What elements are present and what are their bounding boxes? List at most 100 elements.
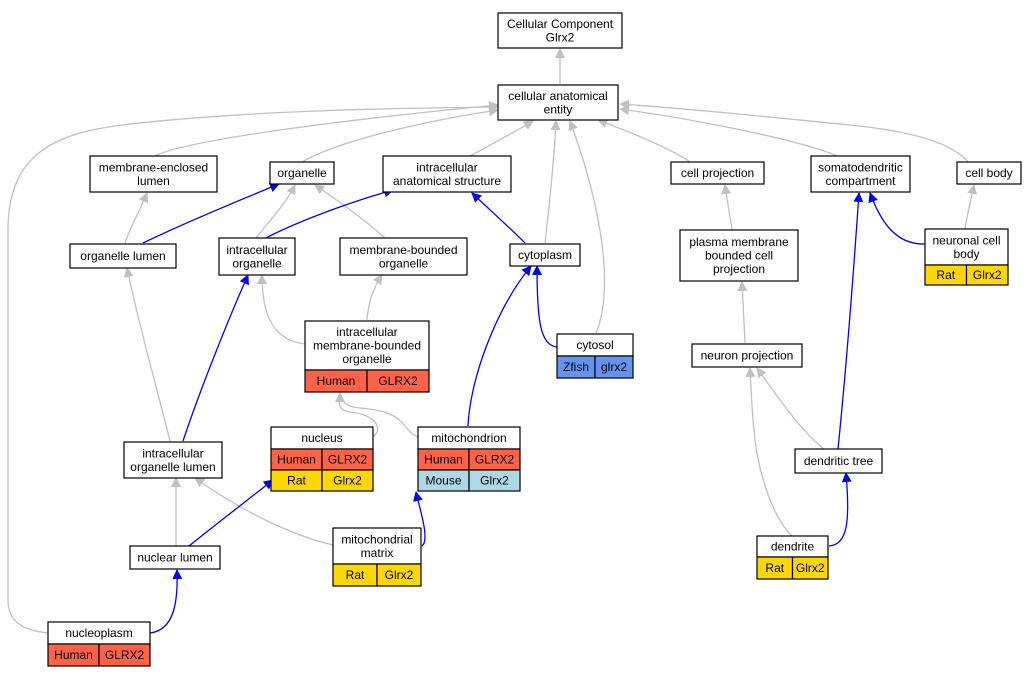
edge-imbo-iorg bbox=[257, 274, 306, 345]
edge-ncb-sdc bbox=[868, 192, 926, 245]
edge-dendrite-nproj bbox=[745, 367, 793, 537]
node-label: organelle bbox=[232, 256, 282, 270]
node-box bbox=[218, 237, 296, 276]
node-dtree: dendritic tree bbox=[794, 448, 883, 474]
node-label: organelle bbox=[379, 256, 429, 270]
node-label: organelle lumen bbox=[130, 460, 215, 474]
node-box bbox=[509, 243, 581, 267]
node-nlumen: nuclear lumen bbox=[129, 545, 221, 570]
node-label: plasma membrane bbox=[689, 235, 789, 249]
gene-cell bbox=[376, 563, 422, 587]
node-box bbox=[89, 155, 218, 193]
node-box bbox=[339, 237, 468, 276]
node-cproj: cell projection bbox=[670, 161, 765, 185]
edge-cyto-cae bbox=[544, 120, 561, 244]
edges-layer bbox=[7, 48, 978, 634]
species-label: Rat bbox=[346, 568, 365, 582]
node-label: somatodendritic bbox=[818, 160, 903, 174]
node-label: Cellular Component bbox=[507, 17, 614, 31]
node-label: membrane-bounded bbox=[349, 243, 457, 257]
node-label: membrane-enclosed bbox=[99, 160, 208, 174]
node-box bbox=[332, 527, 422, 565]
node-label: nucleus bbox=[301, 431, 342, 445]
node-label: body bbox=[953, 247, 979, 261]
gene-label: GLRX2 bbox=[105, 648, 145, 662]
edge-dtree-nproj bbox=[756, 367, 826, 451]
edge-cproj-cae bbox=[597, 118, 691, 163]
node-label: anatomical structure bbox=[393, 174, 501, 188]
node-label: neuron projection bbox=[701, 349, 794, 363]
species-label: Rat bbox=[936, 268, 955, 282]
edge-mmatrix-iol bbox=[194, 477, 334, 546]
edge-iorg-ias bbox=[261, 187, 394, 241]
node-org: organelle bbox=[269, 161, 335, 185]
gene-label: Glrx2 bbox=[480, 474, 509, 488]
species-label: Human bbox=[317, 374, 356, 388]
node-box bbox=[691, 343, 803, 368]
edge-cyto-ias bbox=[471, 192, 526, 244]
node-box bbox=[794, 448, 883, 474]
species-label: Rat bbox=[287, 474, 306, 488]
node-label: neuronal cell bbox=[932, 233, 1000, 247]
gene-label: GLRX2 bbox=[378, 374, 418, 388]
node-label: matrix bbox=[361, 546, 394, 560]
edge-nlumen-nucleus bbox=[188, 479, 274, 547]
node-label: dendrite bbox=[771, 540, 815, 554]
node-label: intracellular bbox=[416, 160, 477, 174]
node-label: mitochondrion bbox=[431, 431, 506, 445]
edge-dendrite-dtree bbox=[828, 472, 852, 547]
node-label: cell projection bbox=[681, 166, 754, 180]
node-box bbox=[956, 161, 1022, 185]
node-box bbox=[382, 155, 512, 193]
gene-cell bbox=[321, 469, 374, 492]
node-label: intracellular bbox=[226, 243, 287, 257]
node-label: cytosol bbox=[576, 338, 613, 352]
gene-cell bbox=[965, 264, 1009, 286]
node-olumen: organelle lumen bbox=[69, 243, 177, 269]
gene-label: Glrx2 bbox=[385, 568, 414, 582]
edge-mito-imbo bbox=[335, 392, 419, 438]
gene-cell bbox=[594, 355, 634, 379]
gene-label: Glrx2 bbox=[796, 561, 825, 575]
node-label: nuclear lumen bbox=[137, 551, 212, 565]
edge-mmatrix-mito bbox=[413, 491, 426, 547]
node-label: entity bbox=[544, 102, 573, 116]
edge-mbo-org bbox=[314, 184, 386, 239]
node-label: nucleoplasm bbox=[65, 626, 132, 640]
node-cyto: cytoplasm bbox=[509, 243, 581, 267]
node-label: Glrx2 bbox=[546, 30, 575, 44]
gene-label: glrx2 bbox=[601, 360, 627, 374]
node-label: organelle lumen bbox=[80, 249, 165, 263]
gene-cell bbox=[468, 469, 521, 492]
node-box bbox=[123, 441, 223, 479]
gene-label: Glrx2 bbox=[973, 268, 1002, 282]
node-box bbox=[129, 545, 221, 570]
node-cbody: cell body bbox=[956, 161, 1022, 185]
node-label: bounded cell bbox=[705, 249, 773, 263]
edge-iol-olumen bbox=[123, 267, 171, 442]
edge-cytosol-cyto bbox=[532, 265, 558, 348]
node-box bbox=[497, 12, 623, 49]
gene-label: GLRX2 bbox=[328, 453, 368, 467]
edge-sdc-cae bbox=[619, 105, 841, 158]
gene-cell bbox=[366, 369, 430, 393]
gene-label: Glrx2 bbox=[333, 474, 362, 488]
node-label: intracellular bbox=[336, 325, 397, 339]
edge-cytosol-cae bbox=[568, 120, 606, 334]
node-label: organelle bbox=[342, 352, 392, 366]
